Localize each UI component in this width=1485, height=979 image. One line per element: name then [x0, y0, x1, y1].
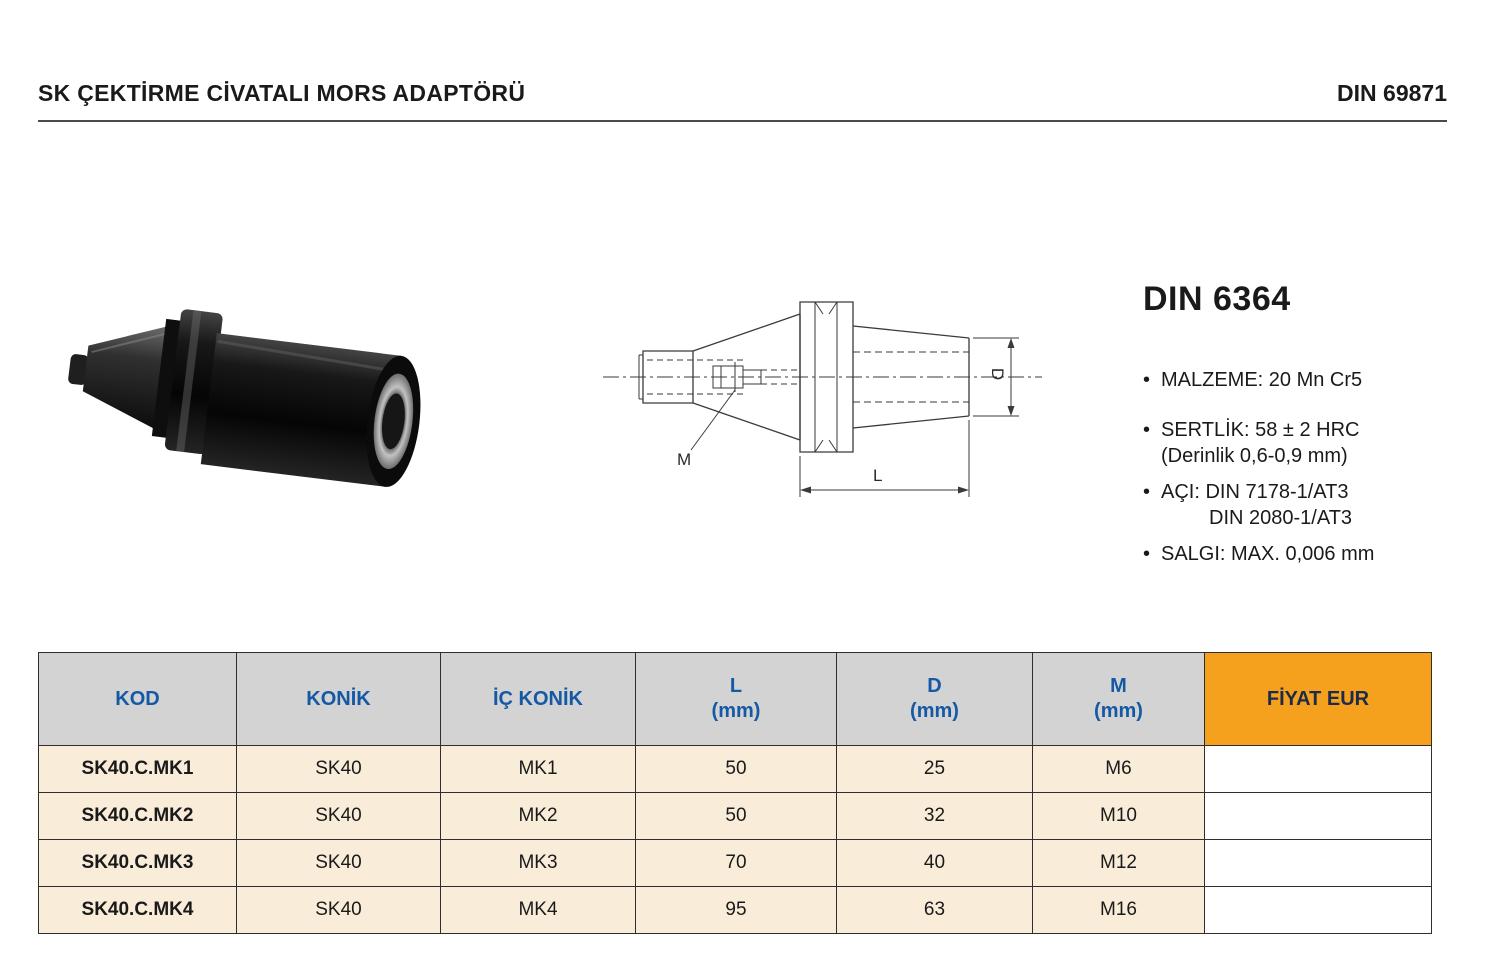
- spec-item-sertlik: SERTLİK: 58 ± 2 HRC (Derinlik 0,6-0,9 mm…: [1143, 417, 1473, 469]
- technical-drawing-image: [603, 301, 1042, 497]
- table-cell: M10: [1032, 792, 1205, 840]
- table-cell: M12: [1032, 839, 1205, 887]
- table-cell: MK1: [440, 745, 636, 793]
- drawing-label-l: L: [873, 466, 883, 485]
- column-header-sublabel: (mm): [711, 700, 761, 722]
- drawing-label-d: D: [988, 367, 1008, 381]
- spec-item-malzeme: MALZEME: 20 Mn Cr5: [1143, 367, 1473, 393]
- spec-text: SERTLİK: 58 ± 2 HRC: [1161, 419, 1360, 441]
- table-cell-price: [1204, 792, 1432, 840]
- table-cell: 50: [635, 792, 837, 840]
- table-cell-kod: SK40.C.MK4: [38, 886, 237, 934]
- table-cell: 70: [635, 839, 837, 887]
- specs-panel: DIN 6364 MALZEME: 20 Mn Cr5 SERTLİK: 58 …: [1143, 280, 1473, 577]
- table-cell: SK40: [236, 792, 441, 840]
- column-header-label: FİYAT EUR: [1266, 687, 1370, 710]
- table-row: SK40.C.MK2 SK40 MK2 50 32 M10: [38, 792, 1432, 840]
- table-cell: 95: [635, 886, 837, 934]
- table-cell: MK2: [440, 792, 636, 840]
- column-header-l: L (mm): [635, 652, 837, 746]
- column-header-sublabel: (mm): [1094, 700, 1143, 722]
- table-cell-price: [1204, 886, 1432, 934]
- spec-list: MALZEME: 20 Mn Cr5 SERTLİK: 58 ± 2 HRC (…: [1143, 367, 1473, 567]
- table-cell-price: [1204, 839, 1432, 887]
- product-photo-image: [68, 309, 421, 487]
- drawing-label-m: M: [677, 450, 692, 469]
- table-cell: M16: [1032, 886, 1205, 934]
- table-header-row: KOD KONİK İÇ KONİK L (mm): [38, 652, 1432, 746]
- technical-drawing: M L D: [595, 292, 1050, 517]
- table-cell: 25: [836, 745, 1033, 793]
- column-header-kod: KOD: [38, 652, 237, 746]
- page-title: SK ÇEKTİRME CİVATALI MORS ADAPTÖRÜ: [38, 80, 526, 106]
- spec-item-aci: AÇI: DIN 7178-1/AT3 DIN 2080-1/AT3: [1143, 479, 1473, 531]
- product-table: KOD KONİK İÇ KONİK L (mm): [38, 652, 1432, 934]
- header-standard: DIN 69871: [1337, 80, 1447, 106]
- table-cell: MK3: [440, 839, 636, 887]
- table-cell: MK4: [440, 886, 636, 934]
- column-header-d: D (mm): [836, 652, 1033, 746]
- column-header-m: M (mm): [1032, 652, 1205, 746]
- page-header: SK ÇEKTİRME CİVATALI MORS ADAPTÖRÜ DIN 6…: [38, 80, 1447, 107]
- spec-item-salgi: SALGI: MAX. 0,006 mm: [1143, 541, 1473, 567]
- table-cell: 40: [836, 839, 1033, 887]
- product-photo: [52, 288, 457, 536]
- table-cell: SK40: [236, 886, 441, 934]
- table-row: SK40.C.MK1 SK40 MK1 50 25 M6: [38, 745, 1432, 793]
- table-cell-price: [1204, 745, 1432, 793]
- table-cell: M6: [1032, 745, 1205, 793]
- spec-text: MALZEME: 20 Mn Cr5: [1161, 369, 1363, 391]
- column-header-label: KOD: [115, 687, 160, 710]
- column-header-ic-konik: İÇ KONİK: [440, 652, 636, 746]
- spec-subtext: (Derinlik 0,6-0,9 mm): [1161, 445, 1348, 467]
- table-cell-kod: SK40.C.MK2: [38, 792, 237, 840]
- column-header-label: D: [927, 675, 942, 697]
- table-cell-kod: SK40.C.MK3: [38, 839, 237, 887]
- spec-subtext: DIN 2080-1/AT3: [1209, 507, 1353, 529]
- table-cell: 63: [836, 886, 1033, 934]
- column-header-label: L: [729, 675, 743, 697]
- specs-heading: DIN 6364: [1143, 280, 1291, 318]
- column-header-label: KONİK: [306, 687, 371, 710]
- table-cell-kod: SK40.C.MK1: [38, 745, 237, 793]
- header-divider: [38, 120, 1447, 122]
- table-cell: 32: [836, 792, 1033, 840]
- column-header-label: M: [1110, 675, 1127, 697]
- table-row: SK40.C.MK3 SK40 MK3 70 40 M12: [38, 839, 1432, 887]
- column-header-fiyat-eur: FİYAT EUR: [1204, 652, 1432, 746]
- table-cell: SK40: [236, 839, 441, 887]
- spec-text: AÇI: DIN 7178-1/AT3: [1161, 481, 1349, 503]
- table-row: SK40.C.MK4 SK40 MK4 95 63 M16: [38, 886, 1432, 934]
- column-header-sublabel: (mm): [910, 700, 959, 722]
- column-header-konik: KONİK: [236, 652, 441, 746]
- column-header-label: İÇ KONİK: [493, 687, 583, 710]
- spec-text: SALGI: MAX. 0,006 mm: [1161, 543, 1375, 565]
- table-cell: 50: [635, 745, 837, 793]
- table-cell: SK40: [236, 745, 441, 793]
